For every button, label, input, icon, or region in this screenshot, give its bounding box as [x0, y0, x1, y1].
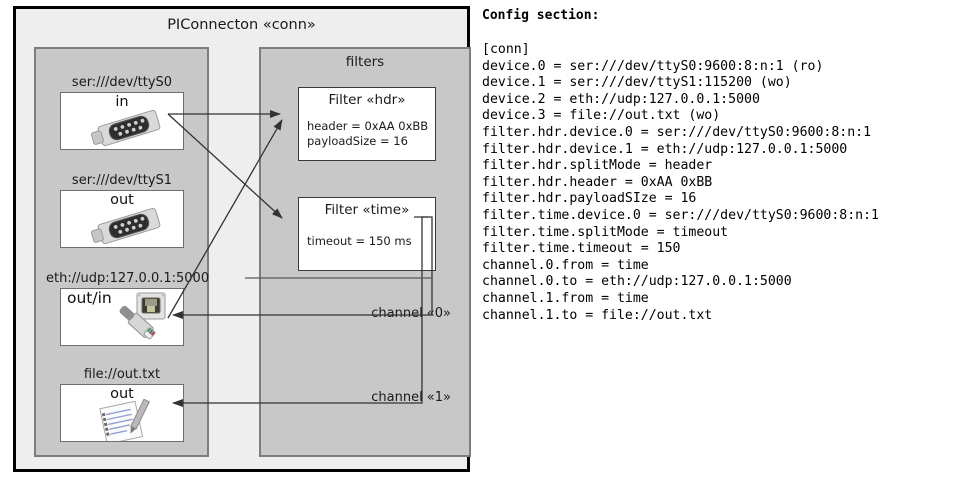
filter-title: Filter «hdr» [328, 92, 406, 108]
device-direction: out/in [67, 289, 112, 307]
config-line: device.0 = ser:///dev/ttyS0:9600:8:n:1 (… [482, 58, 824, 74]
component-title: PIConnecton «conn» [167, 17, 316, 33]
config-line: [conn] [482, 42, 530, 57]
device-box: out/in [60, 288, 184, 346]
config-line: filter.hdr.header = 0xAA 0xBB [482, 174, 713, 190]
serial-port-icon [90, 207, 161, 245]
filter-title: Filter «time» [324, 202, 410, 218]
config-line: device.1 = ser:///dev/ttyS1:115200 (wo) [482, 75, 792, 91]
config-line: channel.0.from = time [482, 257, 649, 273]
filter-card-time[interactable]: Filter «time» timeout = 150 ms [298, 197, 436, 271]
device-label: file://out.txt [83, 367, 161, 382]
device-card-ttyS0[interactable]: ser:///dev/ttyS0 in [60, 75, 184, 150]
config-line: filter.hdr.splitMode = header [482, 158, 713, 174]
filters-group-title: filters [345, 54, 385, 70]
channel-label-0: channel «0» [371, 306, 451, 321]
device-box: out [60, 384, 184, 442]
channel-label-1: channel «1» [371, 390, 451, 405]
ethernet-plug-icon [119, 292, 166, 340]
filters-group: filters Filter «hdr» header = 0xAA 0xBB … [259, 47, 471, 457]
device-label: ser:///dev/ttyS1 [71, 173, 173, 188]
config-section: Config section: [conn]device.0 = ser:///… [481, 0, 964, 484]
device-box: in [60, 92, 184, 150]
serial-port-icon [90, 109, 161, 147]
device-direction: in [115, 94, 129, 110]
device-card-eth[interactable]: eth://udp:127.0.0.1:5000 out/in [46, 271, 209, 346]
config-line: filter.time.timeout = 150 [482, 241, 681, 257]
filter-property: timeout = 150 ms [307, 234, 412, 248]
config-line: filter.hdr.device.0 = ser:///dev/ttyS0:9… [482, 124, 872, 140]
device-card-ttyS1[interactable]: ser:///dev/ttyS1 out [60, 173, 184, 248]
config-line: device.3 = file://out.txt (wo) [482, 108, 721, 124]
devices-group: ser:///dev/ttyS0 in [34, 47, 209, 457]
config-line: filter.hdr.payloadSIze = 16 [482, 191, 697, 207]
device-box: out [60, 190, 184, 248]
config-line: device.2 = eth://udp:127.0.0.1:5000 [482, 91, 760, 107]
config-line: filter.time.device.0 = ser:///dev/ttyS0:… [482, 207, 879, 223]
config-line: filter.hdr.device.1 = eth://udp:127.0.0.… [482, 141, 848, 157]
device-card-file[interactable]: file://out.txt out [60, 367, 184, 442]
text-document-icon [99, 399, 151, 441]
device-direction: out [110, 386, 134, 402]
component-frame: PIConnecton «conn» ser:///dev/ttyS0 in [13, 6, 471, 472]
device-label: eth://udp:127.0.0.1:5000 [46, 271, 210, 286]
config-line: channel.0.to = eth://udp:127.0.0.1:5000 [482, 274, 792, 290]
filter-card-hdr[interactable]: Filter «hdr» header = 0xAA 0xBB payloadS… [298, 87, 436, 161]
device-label: ser:///dev/ttyS0 [71, 75, 173, 90]
device-direction: out [110, 192, 134, 208]
config-heading: Config section: [482, 8, 600, 23]
config-line: channel.1.from = time [482, 290, 649, 306]
filter-property: header = 0xAA 0xBB [307, 119, 429, 133]
config-line: filter.time.splitMode = timeout [482, 224, 729, 240]
config-line: channel.1.to = file://out.txt [482, 307, 713, 323]
config-text: [conn]device.0 = ser:///dev/ttyS0:9600:8… [482, 42, 879, 324]
filter-property: payloadSize = 16 [307, 134, 408, 148]
